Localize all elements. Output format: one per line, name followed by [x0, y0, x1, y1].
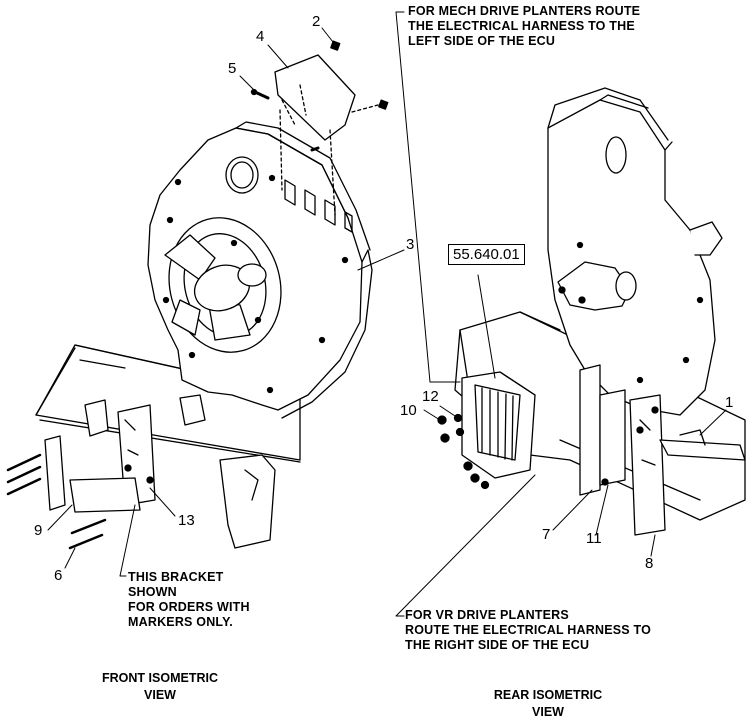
hopper-housing-rear	[547, 87, 723, 416]
leader-lines	[47, 11, 727, 617]
callout-1: 1	[725, 394, 734, 411]
callout-6: 6	[54, 567, 63, 584]
reference-number-box: 55.640.01	[448, 244, 525, 265]
front-view-label-line-2: VIEW	[144, 688, 176, 702]
mount-brackets-rear	[579, 364, 746, 536]
vr-drive-note: FOR VR DRIVE PLANTERS ROUTE THE ELECTRIC…	[405, 608, 651, 653]
mech-drive-note-line-3: LEFT SIDE OF THE ECU	[408, 34, 556, 48]
hopper-housing-front	[147, 121, 373, 419]
rear-view-label-line-1: REAR ISOMETRIC	[493, 688, 603, 702]
mech-drive-note: FOR MECH DRIVE PLANTERS ROUTE THE ELECTR…	[408, 4, 640, 49]
rear-view-label-line-2: VIEW	[532, 705, 564, 719]
reference-number: 55.640.01	[453, 246, 520, 263]
callout-8: 8	[645, 555, 654, 572]
bracket-note: THIS BRACKET SHOWN FOR ORDERS WITH MARKE…	[128, 570, 250, 630]
vr-drive-note-line-3: THE RIGHT SIDE OF THE ECU	[405, 638, 590, 652]
front-view-drawing	[6, 40, 389, 550]
front-view-label-line-1: FRONT ISOMETRIC	[102, 671, 218, 685]
front-view-label: FRONT ISOMETRIC VIEW	[90, 670, 230, 704]
bracket-note-line-4: MARKERS ONLY.	[128, 615, 233, 629]
mech-drive-note-line-1: FOR MECH DRIVE PLANTERS ROUTE	[408, 4, 641, 18]
vr-drive-note-line-1: FOR VR DRIVE PLANTERS	[405, 608, 569, 622]
bracket-note-line-3: FOR ORDERS WITH	[128, 600, 250, 614]
vr-drive-note-line-2: ROUTE THE ELECTRICAL HARNESS TO	[405, 623, 652, 637]
callout-2: 2	[312, 13, 321, 30]
bolts-front	[6, 453, 107, 550]
ecu-module	[461, 371, 536, 479]
rear-view-drawing	[437, 87, 746, 536]
mount-brackets-front	[44, 394, 276, 549]
callout-4: 4	[256, 28, 265, 45]
callout-10: 10	[400, 402, 417, 419]
bracket-note-line-1: THIS BRACKET	[128, 570, 224, 584]
callout-11: 11	[586, 530, 602, 547]
callout-7: 7	[542, 526, 551, 543]
callout-5: 5	[228, 60, 237, 77]
cover-plate-4	[274, 54, 356, 216]
frame-tube-front	[35, 344, 301, 463]
bracket-note-line-2: SHOWN	[128, 585, 177, 599]
callout-3: 3	[406, 236, 415, 253]
callout-9: 9	[34, 522, 43, 539]
mech-drive-note-line-2: THE ELECTRICAL HARNESS TO THE	[408, 19, 635, 33]
callout-12: 12	[422, 388, 439, 405]
fasteners-top-front	[250, 40, 389, 152]
nuts-ecu	[437, 413, 490, 490]
rear-view-label: REAR ISOMETRIC VIEW	[478, 687, 618, 721]
callout-13: 13	[178, 512, 195, 529]
